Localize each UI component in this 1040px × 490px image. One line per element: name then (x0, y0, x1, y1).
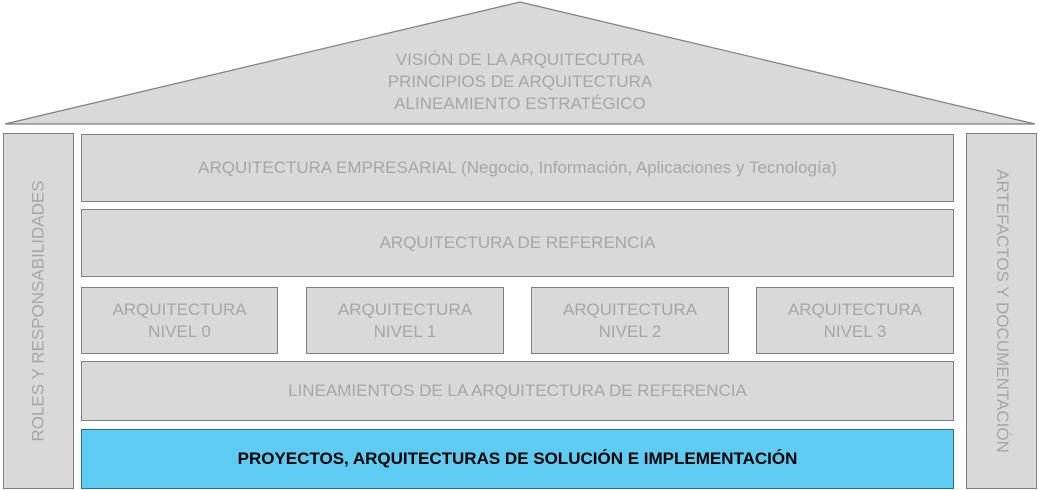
level-0-line1: ARQUITECTURA (112, 299, 247, 319)
level-1-line2: NIVEL 1 (373, 321, 437, 341)
projects-box: PROYECTOS, ARQUITECTURAS DE SOLUCIÓN E I… (81, 429, 954, 489)
level-0-line2: NIVEL 0 (148, 321, 211, 341)
reference-architecture-label: ARQUITECTURA DE REFERENCIA (379, 233, 656, 252)
roof-line-vision: VISIÓN DE LA ARQUITECUTRA (395, 50, 645, 69)
guidelines-box: LINEAMIENTOS DE LA ARQUITECTURA DE REFER… (81, 361, 954, 421)
level-3-line2: NIVEL 3 (823, 321, 887, 341)
right-pillar-label: ARTEFACTOS Y DOCUMENTACIÓN (992, 169, 1012, 453)
enterprise-architecture-label: ARQUITECTURA EMPRESARIAL (Negocio, Infor… (198, 158, 837, 177)
roof-line-principles: PRINCIPIOS DE ARQUITECTURA (387, 72, 653, 91)
right-pillar: ARTEFACTOS Y DOCUMENTACIÓN (966, 133, 1037, 489)
left-pillar: ROLES Y RESPONSABILIDADES (3, 133, 74, 489)
left-pillar-label: ROLES Y RESPONSABILIDADES (28, 180, 48, 442)
guidelines-label: LINEAMIENTOS DE LA ARQUITECTURA DE REFER… (288, 381, 747, 400)
level-2-line1: ARQUITECTURA (562, 299, 698, 319)
enterprise-architecture-box: ARQUITECTURA EMPRESARIAL (Negocio, Infor… (81, 134, 954, 202)
roof-text: VISIÓN DE LA ARQUITECUTRA PRINCIPIOS DE … (320, 49, 720, 115)
reference-architecture-box: ARQUITECTURA DE REFERENCIA (81, 209, 954, 277)
level-2-line2: NIVEL 2 (598, 321, 662, 341)
level-1-line1: ARQUITECTURA (337, 299, 473, 319)
projects-label: PROYECTOS, ARQUITECTURAS DE SOLUCIÓN E I… (237, 449, 798, 468)
level-3-line1: ARQUITECTURA (787, 299, 923, 319)
roof-line-alignment: ALINEAMIENTO ESTRATÉGICO (394, 94, 646, 113)
roof (4, 1, 1036, 125)
